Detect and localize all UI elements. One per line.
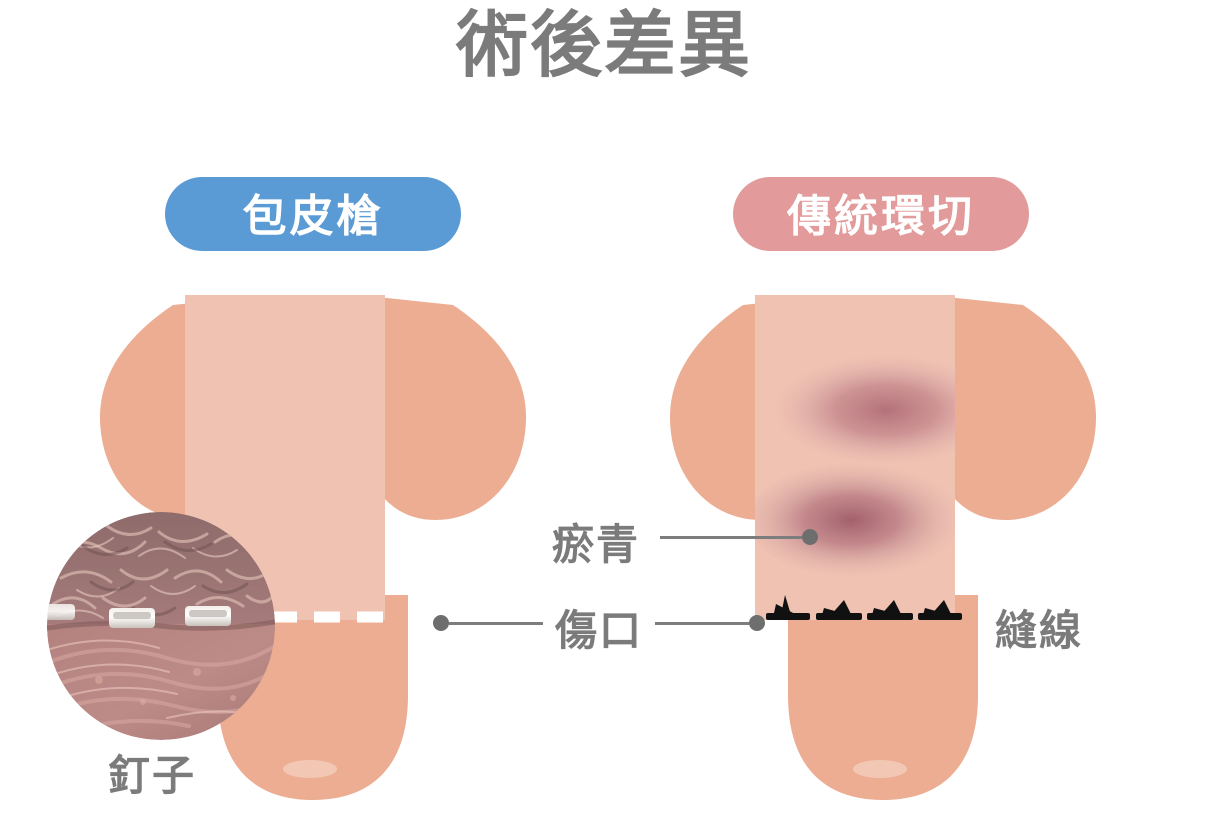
connector-dot [802, 529, 818, 545]
staple-photo-inset [47, 512, 275, 740]
anatomy-illustration-left [78, 295, 548, 805]
badge-procedure-right: 傳統環切 [733, 177, 1029, 251]
connector-line [655, 621, 749, 625]
badge-right-label: 傳統環切 [787, 191, 975, 242]
annotation-label-bruise: 瘀青 [552, 520, 641, 569]
connector-dot [749, 615, 765, 631]
suture-group-right [766, 595, 962, 620]
tip-slit-right [853, 760, 907, 778]
suture-knot [766, 595, 810, 620]
connector-wound-right [655, 613, 765, 633]
page-title: 術後差異 [455, 3, 752, 87]
tip-slit-left [283, 760, 337, 778]
connector-line [660, 535, 802, 539]
annotation-label-suture: 縫線 [995, 606, 1084, 655]
connector-wound-left [433, 613, 543, 633]
annotation-label-staple: 釘子 [108, 751, 197, 800]
bruise-group-right [755, 355, 955, 578]
badge-procedure-left: 包皮槍 [165, 177, 461, 251]
annotation-label-wound: 傷口 [555, 606, 644, 655]
anatomy-illustration-right [648, 295, 1118, 805]
staple [47, 604, 75, 620]
suture-knot [816, 600, 862, 620]
bruise-upper [774, 355, 955, 465]
connector-bruise [660, 527, 818, 547]
connector-line [449, 621, 543, 625]
suture-knot [918, 600, 962, 620]
connector-dot [433, 615, 449, 631]
badge-left-label: 包皮槍 [242, 191, 384, 242]
staple [109, 608, 155, 628]
bruise-lower [755, 462, 955, 578]
staple [185, 606, 231, 626]
suture-knot [867, 600, 913, 620]
